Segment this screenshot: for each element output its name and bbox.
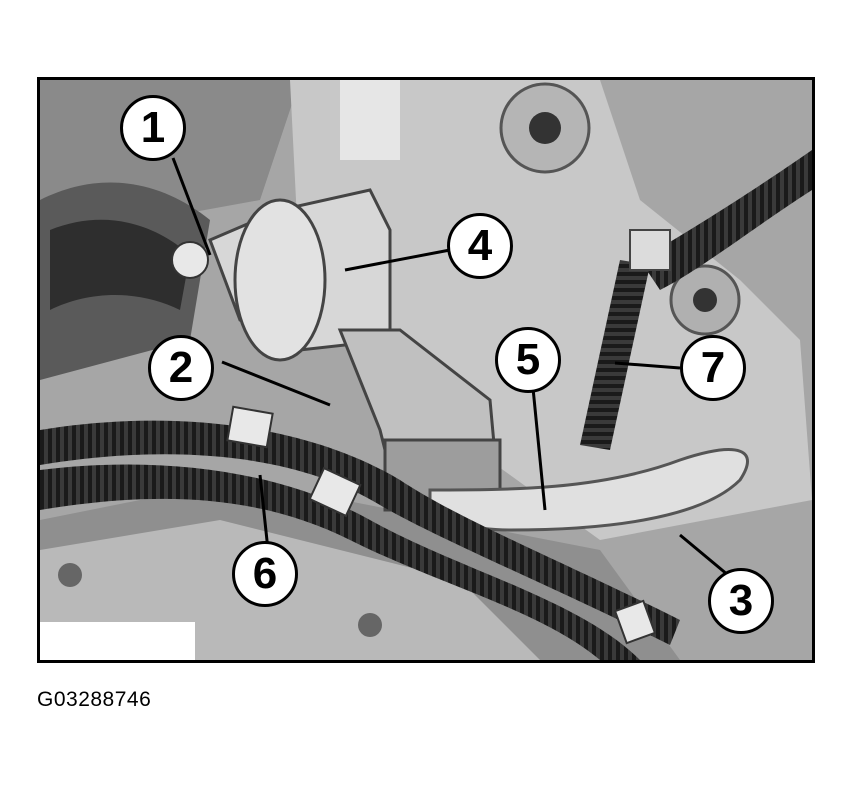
callout-1-label: 1 [140,103,166,152]
callout-5-label: 5 [515,335,541,384]
callout-6: 6 [232,541,298,607]
callout-3-label: 3 [728,576,754,625]
callout-1: 1 [120,95,186,161]
callout-3: 3 [708,568,774,634]
callout-4-label: 4 [467,221,493,270]
callout-7-label: 7 [700,343,726,392]
label-mask [40,622,195,660]
callout-2-label: 2 [168,343,194,392]
callout-2: 2 [148,335,214,401]
callout-5: 5 [495,327,561,393]
callout-6-label: 6 [252,549,278,598]
engine-photo [37,77,815,663]
callout-7: 7 [680,335,746,401]
callout-4: 4 [447,213,513,279]
figure-id: G03288746 [37,688,152,711]
engine-photo-drawing [40,80,812,660]
